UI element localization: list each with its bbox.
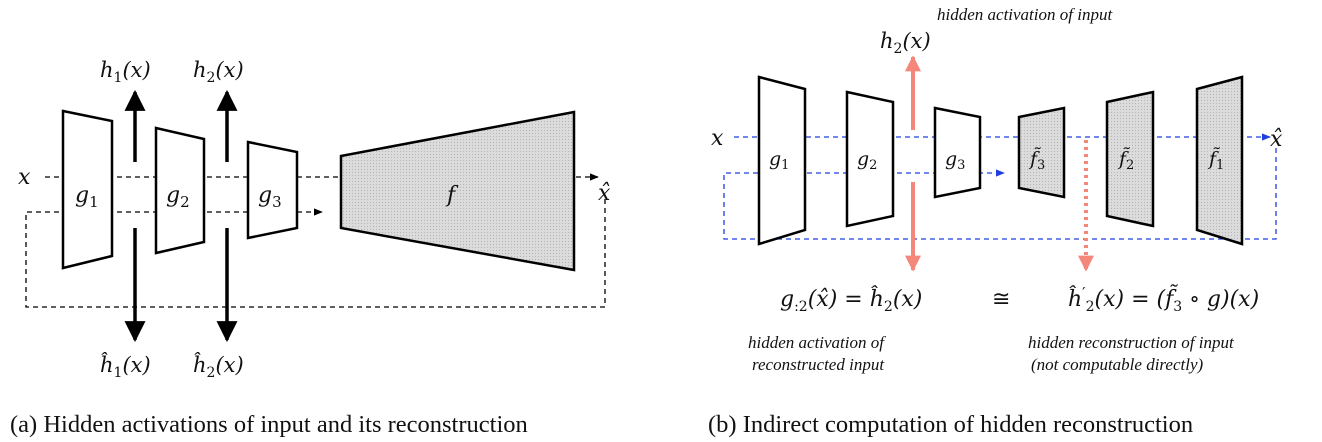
encoder-g2-block-b (845, 90, 895, 228)
encoder-g1-label-b: g1 (769, 148, 789, 173)
encoder-g1-block (61, 109, 114, 270)
input-x-label-b: x (711, 126, 724, 151)
encoder-g2-block (154, 126, 206, 255)
encoder-g3-block-b (933, 106, 982, 199)
input-x-label: x (18, 165, 31, 190)
caption-b: (b) Indirect computation of hidden recon… (708, 411, 1193, 438)
note-hidden-activation-input: hidden activation of input (937, 5, 1113, 24)
encoder-g2-label-b: g2 (857, 148, 877, 173)
activation-h1-label: h1(x) (100, 58, 151, 86)
panel-a: x x̂ g1 g2 g3 f h1(x) h2(x) ĥ1(x) ĥ2(x) … (10, 58, 611, 438)
reconstruction-loop (25, 199, 606, 308)
panel-b: x x̂ g1 g2 g3 f̃3 f̃2 f̃1 hidden activat… (708, 5, 1283, 438)
output-xhat-label: x̂ (598, 181, 611, 206)
reconstruction-loop-blue (723, 148, 1277, 240)
encoder-g3-label-b: g3 (945, 148, 965, 173)
decoder-f-block (339, 110, 576, 272)
encoder-g1-block-b (757, 75, 807, 246)
encoder-g1-label: g1 (75, 183, 99, 211)
equation-left: g:2(x̂) = ĥ2(x) (780, 285, 922, 315)
decoder-f1-block (1195, 75, 1244, 246)
output-xhat-label-b: x̂ (1270, 127, 1283, 152)
encoder-g3-block (246, 140, 299, 240)
approx-symbol: ≅ (992, 287, 1010, 312)
encoder-g3-label: g3 (258, 183, 282, 211)
equation-right: ĥ′2(x) = (f̃3 ∘ g)(x) (1068, 284, 1259, 315)
activation-h1-hat-label: ĥ1(x) (100, 353, 151, 381)
note-hidden-reconstruction: hidden reconstruction of input(not compu… (1028, 333, 1235, 374)
activation-h2-label: h2(x) (193, 58, 244, 86)
decoder-f2-block (1105, 90, 1155, 228)
caption-a: (a) Hidden activations of input and its … (10, 411, 528, 438)
decoder-f3-block (1017, 106, 1066, 199)
activation-h2-label-b: h2(x) (880, 29, 931, 57)
activation-h2-hat-label: ĥ2(x) (193, 353, 244, 381)
encoder-g2-label: g2 (166, 183, 190, 211)
